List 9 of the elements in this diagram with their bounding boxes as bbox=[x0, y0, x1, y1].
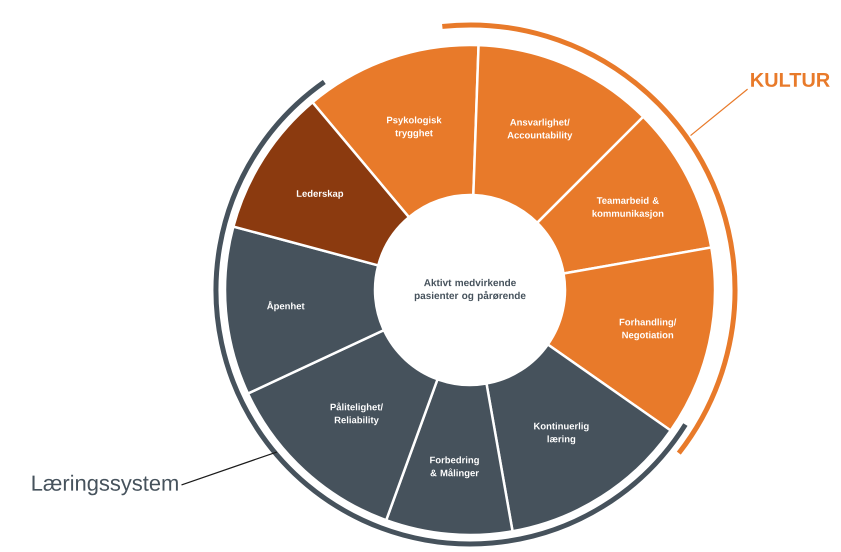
node-label: Pålitelighet/ Reliability bbox=[330, 402, 383, 426]
outer-arc bbox=[214, 80, 688, 546]
leader-line bbox=[181, 451, 277, 486]
section-label: Læringssystem bbox=[32, 474, 178, 496]
puzzle-piece: Åpenhet bbox=[224, 225, 386, 395]
puzzle-piece: Forbedring & Målinger bbox=[384, 378, 514, 536]
section-label: KULTUR bbox=[751, 73, 830, 87]
leader-line bbox=[690, 88, 748, 136]
puzzle-piece: Kontinuerlig læring bbox=[485, 343, 672, 533]
